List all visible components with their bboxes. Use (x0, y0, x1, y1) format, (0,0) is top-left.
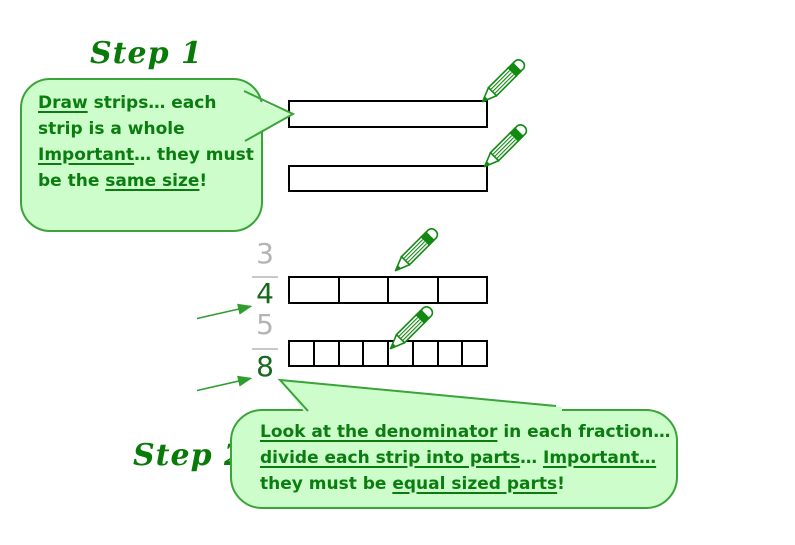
strip-cell (290, 102, 486, 126)
step1-speech-bubble: Draw strips… each strip is a whole Impor… (20, 78, 263, 232)
whole-strip-1 (288, 100, 488, 128)
fraction1-denominator: 4 (256, 277, 274, 310)
fourths-strip (288, 276, 488, 304)
strip-cell (389, 278, 439, 302)
strip-cell (439, 278, 487, 302)
bubble1-line1: Draw strips… each (38, 93, 217, 113)
strip-cell (315, 342, 340, 365)
pencil-icon (479, 121, 530, 172)
fraction1-bar (252, 276, 278, 278)
strip-cell (340, 342, 365, 365)
step2-title: Step 2 (133, 438, 246, 473)
bubble2-line2: divide each strip into parts… Important… (260, 448, 657, 468)
pencil-icon (390, 225, 441, 276)
arrow-to-denominator-4 (196, 303, 253, 320)
strip-cell (290, 342, 315, 365)
strip-cell (389, 342, 414, 365)
strip-cell (414, 342, 439, 365)
strip-cell (290, 278, 340, 302)
pencil-icon (477, 56, 528, 107)
strip-cell (463, 342, 486, 365)
arrow-to-denominator-8 (196, 375, 253, 392)
bubble2-line1: Look at the denominator in each fraction… (260, 422, 671, 442)
bubble1-line4: be the same size! (38, 171, 208, 191)
step2-speech-bubble: Look at the denominator in each fraction… (230, 409, 678, 509)
fraction1-numerator: 3 (256, 237, 274, 270)
eighths-strip (288, 340, 488, 367)
bubble2-line3: they must be equal sized parts! (260, 474, 565, 494)
fraction2-numerator: 5 (256, 308, 274, 341)
bubble1-line2: strip is a whole (38, 119, 185, 139)
bubble1-line3: Important… they must (38, 145, 254, 165)
whole-strip-2 (288, 165, 488, 192)
fraction2-denominator: 8 (256, 350, 274, 383)
step1-title: Step 1 (90, 36, 203, 71)
fraction2-bar (252, 348, 278, 350)
strip-cell (290, 167, 486, 190)
strip-cell (364, 342, 389, 365)
strip-cell (439, 342, 464, 365)
strip-cell (340, 278, 389, 302)
